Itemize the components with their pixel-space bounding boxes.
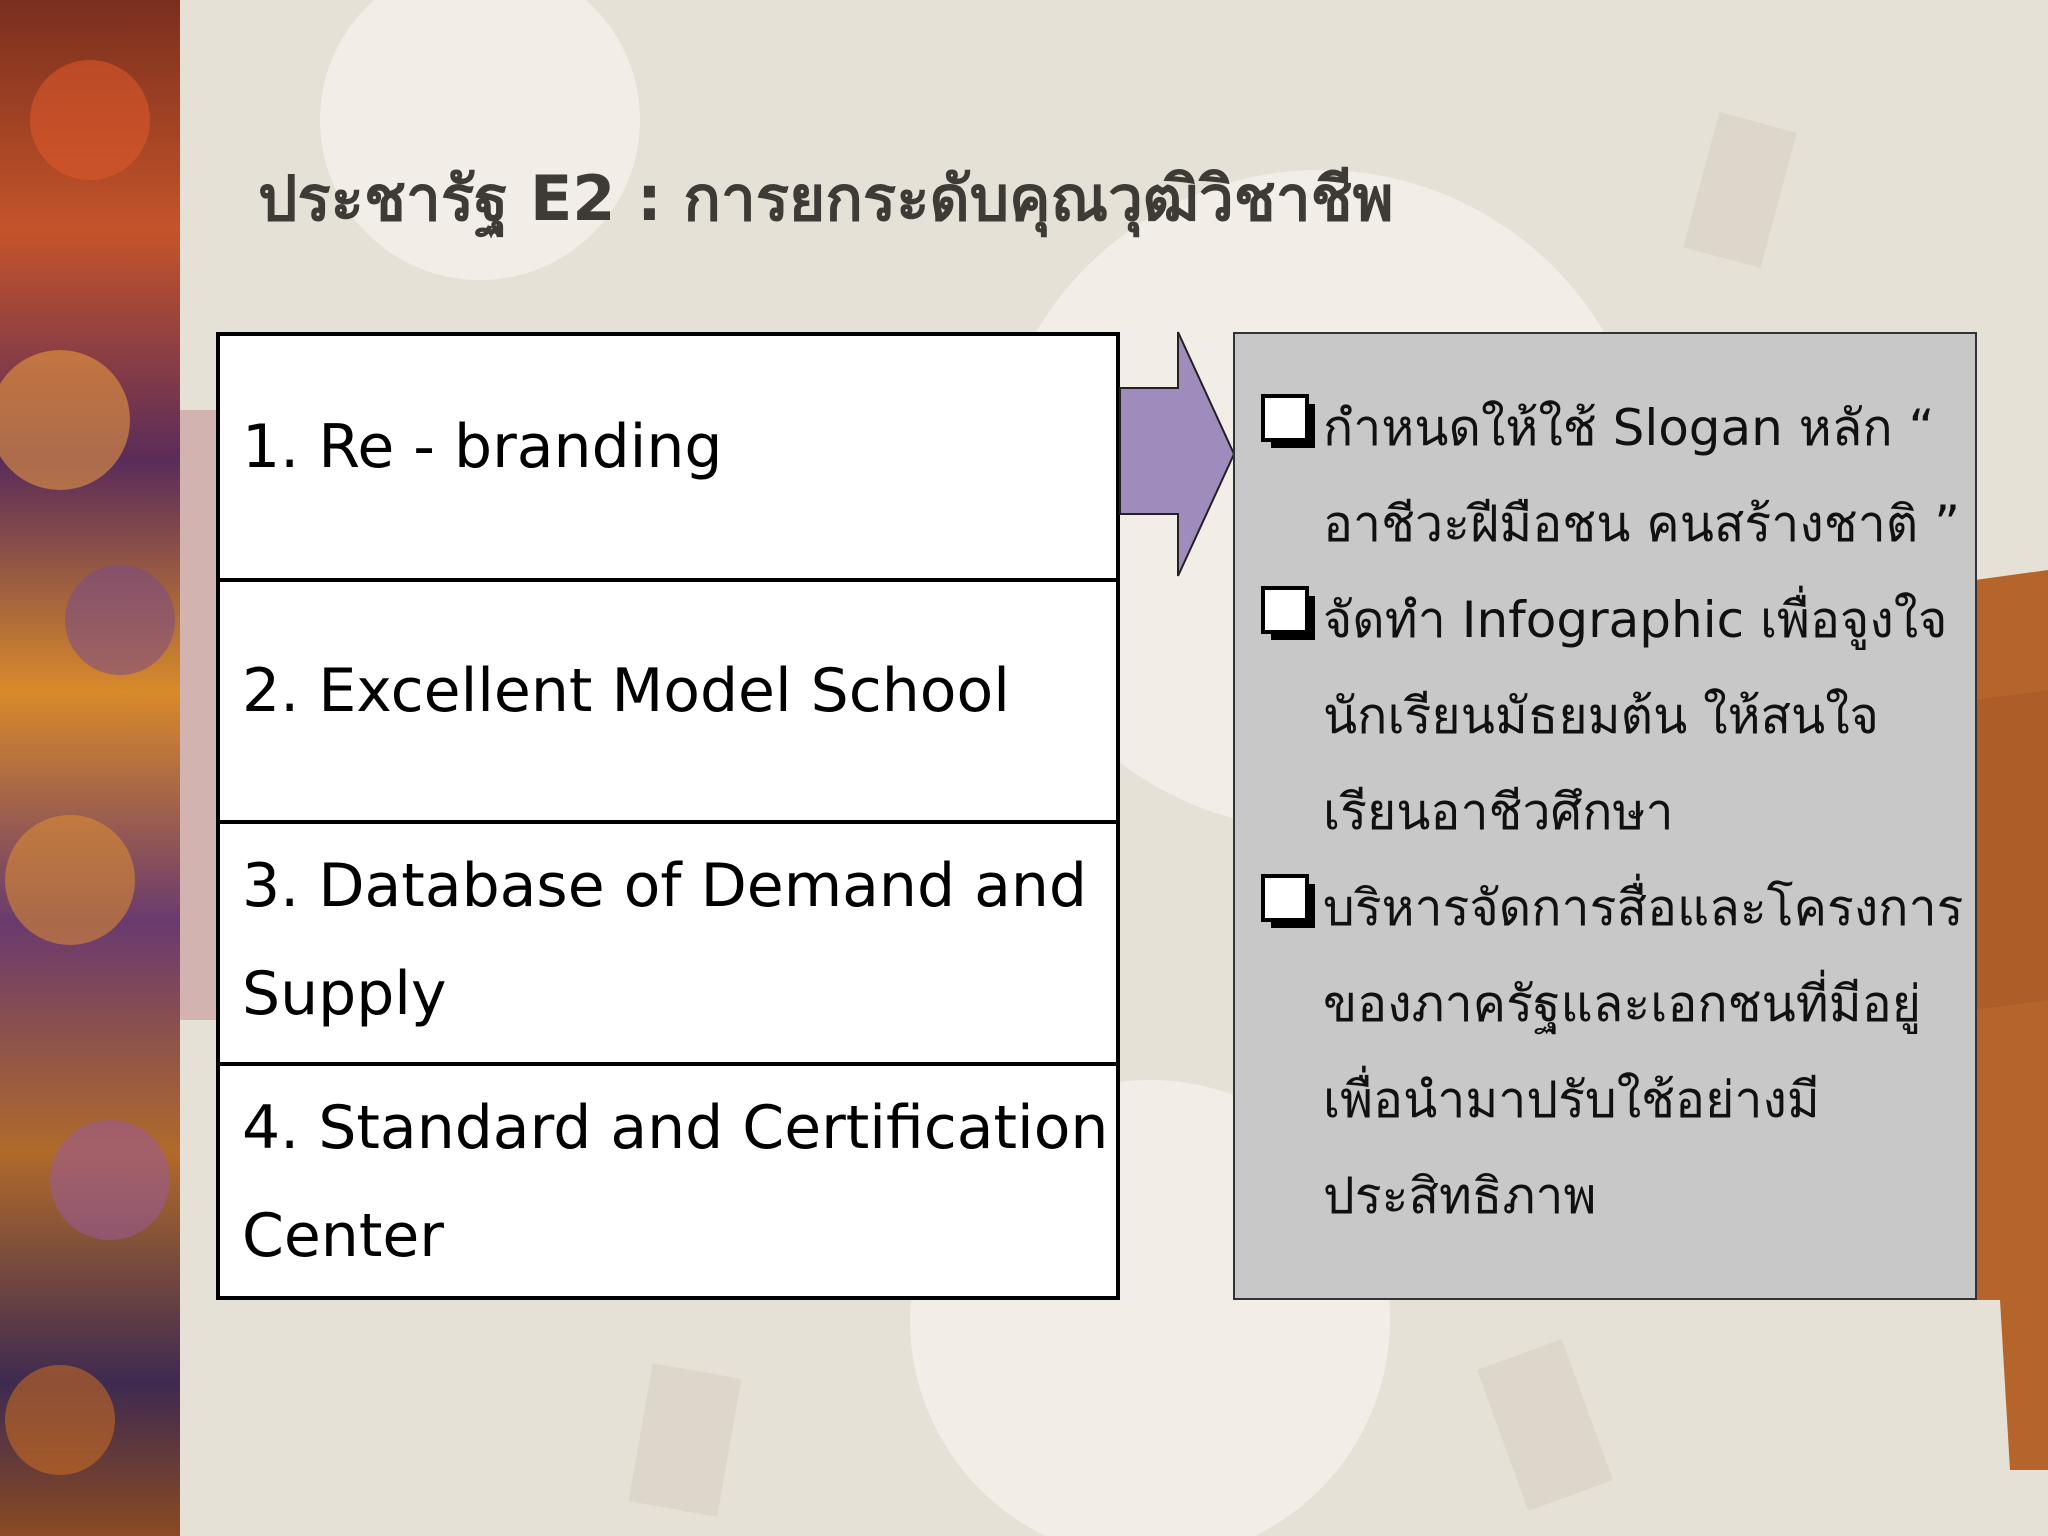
row-text: 3. Database of Demand and [242,851,1087,921]
checkbox-icon [1261,860,1323,956]
bullet-text: นักเรียนมัธยมต้น ให้สนใจ [1323,687,1879,745]
bullet-text: อาชีวะฝีมือชน คนสร้างชาติ ” [1323,495,1961,553]
checkbox-icon [1261,380,1323,476]
bullet-text: ของภาครัฐและเอกชนที่มีอยู่ [1323,975,1922,1033]
bullet-text: กำหนดให้ใช้ Slogan หลัก “ [1323,399,1935,457]
table-row: 3. Database of Demand and Supply [220,820,1116,1062]
row-text: Supply [242,959,447,1029]
list-item: จัดทำ Infographic เพื่อจูงใจ นักเรียนมัธ… [1261,572,1955,860]
table-row: 2. Excellent Model School [220,578,1116,820]
row-text: 1. Re - branding [242,412,723,482]
left-decorative-strip [0,0,180,1536]
right-arrow-icon [1119,331,1236,577]
row-text: 2. Excellent Model School [242,656,1010,726]
details-panel: กำหนดให้ใช้ Slogan หลัก “ อาชีวะฝีมือชน … [1233,332,1977,1300]
bullet-text: เพื่อนำมาปรับใช้อย่างมี [1323,1071,1820,1129]
bullet-text: ประสิทธิภาพ [1323,1167,1597,1225]
table-row: 1. Re - branding [220,336,1116,578]
bullet-text: บริหารจัดการสื่อและโครงการ [1323,879,1964,937]
initiatives-table: 1. Re - branding 2. Excellent Model Scho… [216,332,1120,1300]
bullet-text: เรียนอาชีวศึกษา [1323,783,1674,841]
list-item: บริหารจัดการสื่อและโครงการ ของภาครัฐและเ… [1261,860,1964,1244]
row-text: Center [242,1201,444,1271]
slide-title: ประชารัฐ E2 : การยกระดับคุณวุฒิวิชาชีพ [258,162,1394,235]
table-row: 4. Standard and Certification Center [220,1062,1116,1304]
bullet-text: จัดทำ Infographic เพื่อจูงใจ [1323,591,1948,649]
checkbox-icon [1261,572,1323,668]
list-item: กำหนดให้ใช้ Slogan หลัก “ อาชีวะฝีมือชน … [1261,380,1960,572]
row-text: 4. Standard and Certification [242,1093,1109,1163]
